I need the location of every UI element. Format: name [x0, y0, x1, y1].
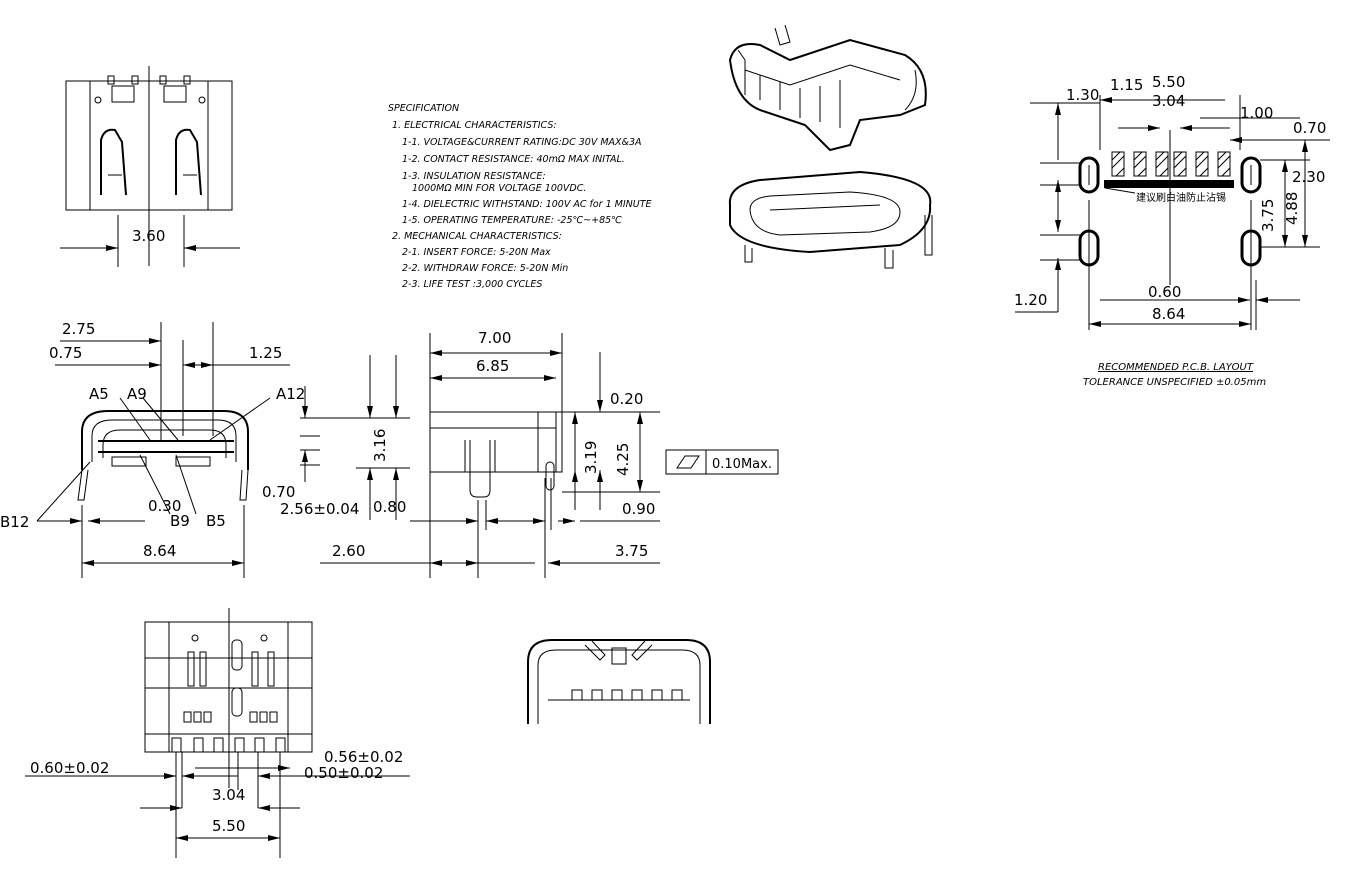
dim-0.56: 0.56±0.02	[324, 748, 403, 766]
dim-2.75: 2.75	[62, 320, 95, 338]
dim-5.50: 5.50	[1152, 73, 1185, 91]
pin-a9: A9	[127, 385, 147, 403]
dim-0.70: 0.70	[1293, 119, 1326, 137]
dim-8.64: 8.64	[143, 542, 176, 560]
dim-8.64: 8.64	[1152, 305, 1185, 323]
mount-hole-icon	[260, 634, 268, 642]
spec-line: 1-1. VOLTAGE&CURRENT RATING:DC 30V MAX&3…	[402, 137, 642, 148]
spec-line: 2. MECHANICAL CHARACTERISTICS:	[392, 231, 562, 242]
dim-3.75: 3.75	[615, 542, 648, 560]
spec-line: 2-2. WITHDRAW FORCE: 5-20N Min	[402, 263, 568, 274]
pin-a5: A5	[89, 385, 109, 403]
dim-3.04: 3.04	[1152, 92, 1185, 110]
isometric-view-bottom	[728, 170, 933, 269]
dim-1.25: 1.25	[249, 344, 282, 362]
dim-0.70: 0.70	[262, 483, 295, 501]
side-view-height: 3.16 0.70 2.56±0.04 0.80	[262, 355, 410, 520]
spec-line: 2-1. INSERT FORCE: 5-20N Max	[402, 247, 551, 258]
pin-b5: B5	[206, 512, 226, 530]
spec-title: SPECIFICATION	[388, 103, 459, 114]
dim-1.00: 1.00	[1240, 104, 1273, 122]
dim-0.50: 0.50±0.02	[304, 764, 383, 782]
dim-0.60: 0.60±0.02	[30, 759, 109, 777]
top-view: 3.60	[60, 66, 240, 267]
dim-3.16: 3.16	[371, 429, 389, 462]
dim-0.60: 0.60	[1148, 283, 1181, 301]
dim-1.20: 1.20	[1014, 291, 1047, 309]
dim-7.00: 7.00	[478, 329, 511, 347]
flatness-callout: 0.10Max.	[665, 449, 779, 475]
dim-1.30: 1.30	[1066, 86, 1099, 104]
solder-mask-strip	[1104, 180, 1234, 188]
dim-6.85: 6.85	[476, 357, 509, 375]
dim-2.56: 2.56±0.04	[280, 500, 359, 518]
mount-hole-icon	[198, 96, 206, 104]
dim-0.80: 0.80	[373, 498, 406, 516]
pin-a12: A12	[276, 385, 305, 403]
dim-2.30: 2.30	[1292, 168, 1325, 186]
dim-0.90: 0.90	[622, 500, 655, 518]
isometric-view-top	[728, 24, 927, 152]
dim-4.88: 4.88	[1283, 192, 1301, 225]
signal-pads	[1111, 151, 1231, 177]
solder-mask-note: 建议刷白油防止沾锡	[1136, 191, 1226, 204]
dim-0.30: 0.30	[148, 497, 181, 515]
dim-0.75: 0.75	[49, 344, 82, 362]
pcb-caption: RECOMMENDED P.C.B. LAYOUT	[1098, 362, 1254, 373]
dim-3.19: 3.19	[582, 441, 600, 474]
dim-5.50: 5.50	[212, 817, 245, 835]
spec-line: 1. ELECTRICAL CHARACTERISTICS:	[392, 120, 557, 131]
rear-view	[527, 639, 711, 724]
specification-block: SPECIFICATION 1. ELECTRICAL CHARACTERIST…	[388, 103, 652, 290]
mount-hole-icon	[191, 634, 199, 642]
slot-pad-icon	[1078, 156, 1100, 194]
dim-1.15: 1.15	[1110, 76, 1143, 94]
pin-b12: B12	[0, 513, 29, 531]
side-view-profile: 7.00 6.85 2.60	[320, 329, 563, 578]
dim-width: 3.60	[132, 227, 165, 245]
bottom-view: 0.60±0.02 0.56±0.02 0.50±0.02 3.04 5.50	[25, 608, 410, 858]
spec-line: 1-4. DIELECTRIC WITHSTAND: 100V AC for 1…	[402, 199, 652, 210]
spec-line: 1-2. CONTACT RESISTANCE: 40mΩ MAX INITAL…	[402, 154, 625, 165]
front-view: 2.75 0.75 1.25 A5 A9 A12 B12 0.30 B9 B5 …	[0, 320, 305, 578]
dim-3.75: 3.75	[1259, 199, 1277, 232]
dim-2.60: 2.60	[332, 542, 365, 560]
spec-line: 1-5. OPERATING TEMPERATURE: -25℃~+85℃	[402, 215, 622, 226]
flatness-tolerance: 0.10Max.	[712, 457, 772, 472]
dim-3.04: 3.04	[212, 786, 245, 804]
side-view-end: 0.20 3.19 4.25 0.90 3.75 0.10Max.	[537, 352, 779, 566]
pin-b9: B9	[170, 512, 190, 530]
spec-line: 1-3. INSULATION RESISTANCE:	[402, 171, 546, 182]
dim-4.25: 4.25	[614, 443, 632, 476]
spec-line: 2-3. LIFE TEST :3,000 CYCLES	[402, 279, 542, 290]
slot-pad-icon	[1240, 156, 1262, 194]
spec-line: 1000MΩ MIN FOR VOLTAGE 100VDC.	[412, 183, 586, 194]
pcb-layout: 1.30 1.15 5.50 3.04 1.00 0.70 2.30 3.75 …	[1014, 73, 1330, 388]
pcb-tolerance: TOLERANCE UNSPECIFIED ±0.05mm	[1083, 377, 1266, 388]
mount-hole-icon	[94, 96, 102, 104]
dim-0.20: 0.20	[610, 390, 643, 408]
flatness-symbol-icon	[676, 455, 700, 469]
